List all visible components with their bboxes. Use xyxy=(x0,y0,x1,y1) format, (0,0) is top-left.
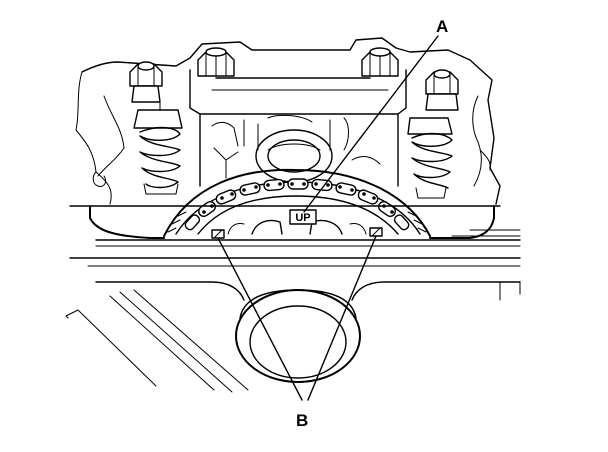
cylinder-head-outline xyxy=(75,37,501,205)
up-mark: UP xyxy=(289,209,317,225)
camshaft-cap xyxy=(189,69,407,187)
access-hole xyxy=(235,289,361,383)
valve-spring-left xyxy=(133,99,183,195)
cap-bolt-left xyxy=(197,47,235,77)
callout-a: A xyxy=(303,17,448,213)
lower-cover xyxy=(65,281,521,393)
cap-bolt-right xyxy=(361,47,399,77)
rocker-bolt-right xyxy=(425,69,459,111)
up-mark-text: UP xyxy=(295,212,310,224)
valve-spring-right xyxy=(407,117,453,199)
rocker-bolt-left xyxy=(129,61,163,103)
callout-a-label: A xyxy=(436,17,448,36)
deck-surface xyxy=(69,205,521,267)
callout-b-label: B xyxy=(296,411,308,430)
camshaft-journal xyxy=(255,129,333,183)
alignment-mark-left xyxy=(211,229,225,239)
alignment-mark-right xyxy=(369,227,383,237)
cam-sprocket xyxy=(163,168,431,237)
callout-b: B xyxy=(217,235,377,430)
